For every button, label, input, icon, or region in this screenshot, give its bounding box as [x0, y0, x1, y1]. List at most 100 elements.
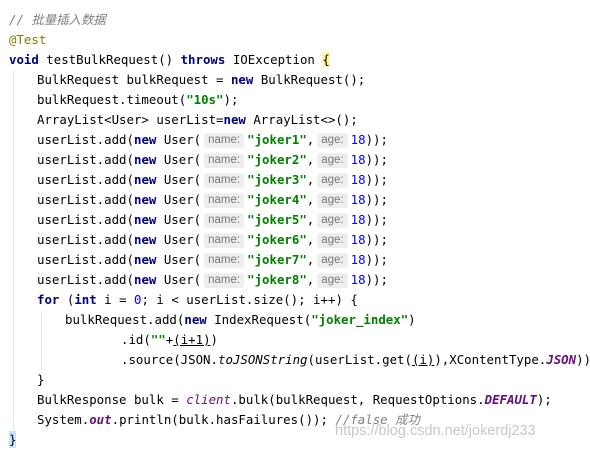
- code-line-close-method[interactable]: }: [9, 430, 590, 450]
- code-text: ));: [365, 232, 388, 247]
- code-line-user-8[interactable]: userList.add(new User(name:"joker8",age:…: [37, 270, 590, 290]
- code-line-user-6[interactable]: userList.add(new User(name:"joker6",age:…: [37, 230, 590, 250]
- static-field: JSON: [546, 352, 577, 367]
- string-literal: "": [150, 332, 166, 347]
- code-text: userList.add(: [37, 252, 134, 267]
- number-literal: 18: [350, 212, 366, 227]
- code-text: ArrayList<>();: [245, 112, 358, 127]
- keyword-new: new: [223, 112, 246, 127]
- annotation: @Test: [9, 32, 47, 47]
- code-line-bulk-response[interactable]: BulkResponse bulk = client.bulk(bulkRequ…: [37, 390, 590, 410]
- code-text: (: [59, 292, 75, 307]
- number-literal: 18: [350, 232, 366, 247]
- keyword-new: new: [133, 172, 157, 187]
- code-line-3[interactable]: void testBulkRequest() throws IOExceptio…: [9, 50, 590, 70]
- keyword-new: new: [133, 192, 157, 207]
- code-text: ,: [306, 132, 315, 147]
- code-line-user-3[interactable]: userList.add(new User(name:"joker3",age:…: [37, 170, 590, 190]
- number-literal: 18: [350, 152, 366, 167]
- keyword-new: new: [133, 272, 157, 287]
- code-line-user-2[interactable]: userList.add(new User(name:"joker2",age:…: [37, 150, 590, 170]
- code-line-bulk-add[interactable]: bulkRequest.add(new IndexRequest("joker_…: [65, 310, 590, 330]
- code-text: User(: [156, 192, 202, 207]
- number-literal: 18: [350, 132, 366, 147]
- code-text: User(: [156, 252, 202, 267]
- code-text: ));: [365, 272, 388, 287]
- param-hint-name: name:: [204, 253, 245, 268]
- code-line-user-5[interactable]: userList.add(new User(name:"joker5",age:…: [37, 210, 590, 230]
- code-text: (i+1): [173, 332, 211, 347]
- param-hint-name: name:: [204, 233, 245, 248]
- code-line-5[interactable]: bulkRequest.timeout("10s");: [37, 90, 590, 110]
- keyword-new: new: [184, 312, 207, 327]
- code-text: IndexRequest(: [206, 312, 312, 327]
- indent-guide: [13, 70, 14, 430]
- code-text: BulkRequest bulkRequest =: [37, 72, 231, 87]
- param-hint-age: age:: [317, 133, 348, 148]
- static-method: toJSONString: [217, 352, 308, 367]
- code-text: ,: [306, 212, 315, 227]
- code-text: i =: [96, 292, 135, 307]
- number-literal: 18: [350, 272, 366, 287]
- code-text: ));: [576, 352, 590, 367]
- number-literal: 18: [350, 252, 366, 267]
- code-text: userList.add(: [37, 172, 134, 187]
- param-hint-name: name:: [204, 213, 245, 228]
- code-text: bulkRequest.timeout(: [37, 92, 187, 107]
- number-literal: 18: [350, 172, 366, 187]
- indent-guide: [41, 310, 42, 370]
- keyword-throws: throws: [180, 52, 226, 67]
- string-literal: "joker8": [247, 272, 307, 287]
- string-literal: "joker7": [247, 252, 307, 267]
- code-text: User(: [156, 232, 202, 247]
- code-line-source[interactable]: .source(JSON.toJSONString(userList.get((…: [121, 350, 590, 370]
- param-hint-name: name:: [204, 193, 245, 208]
- code-text: .id(: [121, 332, 151, 347]
- code-text: bulkRequest.add(: [65, 312, 185, 327]
- code-text: User(: [156, 152, 202, 167]
- code-line-6[interactable]: ArrayList<User> userList=new ArrayList<>…: [37, 110, 590, 130]
- code-text: ; i < userList.size(); i++) {: [141, 292, 358, 307]
- code-text: ));: [365, 252, 388, 267]
- code-text: );: [223, 92, 239, 107]
- param-hint-name: name:: [204, 133, 245, 148]
- param-hint-name: name:: [204, 153, 245, 168]
- code-text: User(: [156, 132, 202, 147]
- code-text: .source(JSON.: [121, 352, 218, 367]
- code-line-for[interactable]: for (int i = 0; i < userList.size(); i++…: [37, 290, 590, 310]
- watermark: https://blog.csdn.net/jokerdj233: [335, 423, 536, 439]
- code-line-id[interactable]: .id(""+(i+1)): [121, 330, 590, 350]
- code-line-println[interactable]: System.out.println(bulk.hasFailures()); …: [37, 410, 590, 430]
- code-text: +: [165, 332, 174, 347]
- keyword-void: void: [9, 52, 39, 67]
- code-line-close-for[interactable]: }: [37, 370, 590, 390]
- code-line-user-1[interactable]: userList.add(new User(name:"joker1",age:…: [37, 130, 590, 150]
- code-text: BulkRequest();: [253, 72, 366, 87]
- static-field: DEFAULT: [484, 392, 537, 407]
- string-literal: "10s": [186, 92, 224, 107]
- string-literal: "joker1": [247, 132, 307, 147]
- code-line-user-7[interactable]: userList.add(new User(name:"joker7",age:…: [37, 250, 590, 270]
- code-text: System.: [37, 412, 90, 427]
- code-text: (i): [411, 352, 435, 367]
- code-text: ,: [306, 172, 315, 187]
- code-line-4[interactable]: BulkRequest bulkRequest = new BulkReques…: [37, 70, 590, 90]
- code-line-2[interactable]: @Test: [9, 30, 590, 50]
- code-text: userList.add(: [37, 132, 134, 147]
- code-line-1[interactable]: // 批量插入数据: [9, 10, 590, 30]
- param-hint-age: age:: [317, 233, 348, 248]
- field-client: client: [186, 392, 231, 407]
- code-text: ): [408, 312, 416, 327]
- keyword-new: new: [133, 132, 157, 147]
- string-literal: "joker3": [247, 172, 307, 187]
- code-text: ,: [306, 252, 315, 267]
- param-hint-age: age:: [317, 253, 348, 268]
- keyword-new: new: [133, 152, 157, 167]
- code-text: .println(bulk.hasFailures());: [111, 412, 336, 427]
- code-line-user-4[interactable]: userList.add(new User(name:"joker4",age:…: [37, 190, 590, 210]
- open-brace: {: [322, 52, 330, 67]
- code-text: userList.add(: [37, 232, 134, 247]
- keyword-new: new: [133, 232, 157, 247]
- text-caret: [9, 431, 16, 448]
